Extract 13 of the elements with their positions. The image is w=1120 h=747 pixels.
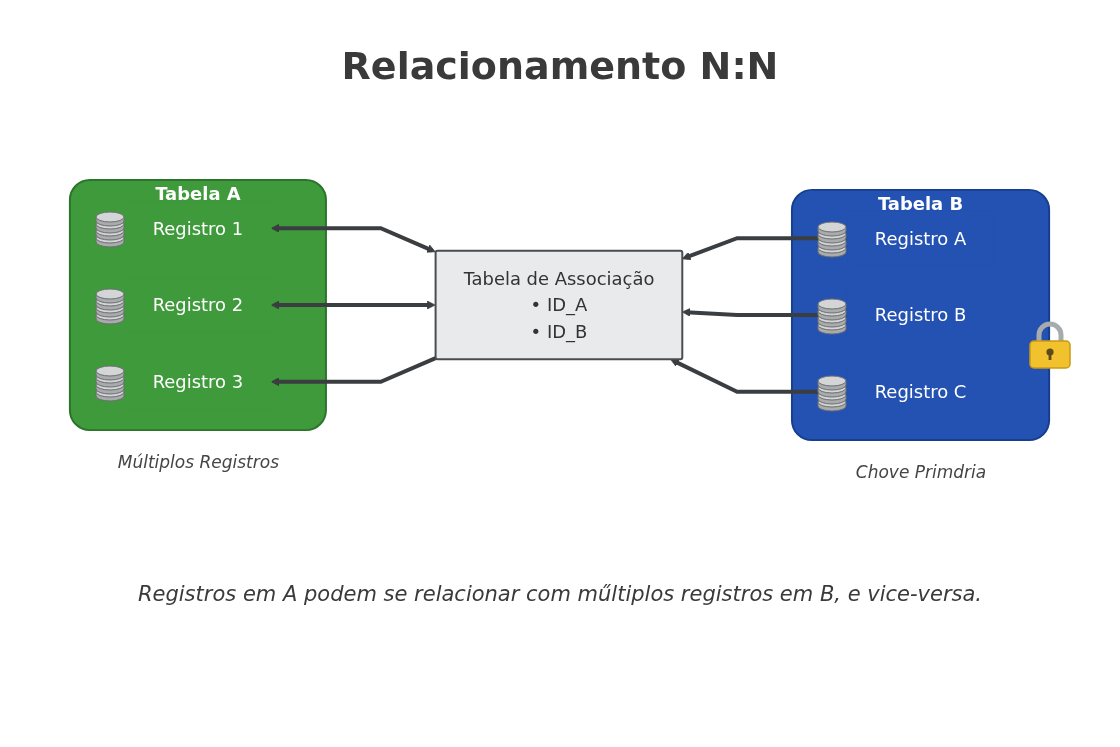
- node-text: Registro 1: [153, 217, 244, 239]
- table-caption: Chove Primdria: [855, 462, 987, 483]
- node-text: Registro A: [875, 227, 967, 249]
- node-text: Registro C: [875, 381, 967, 403]
- arrow: [271, 356, 437, 387]
- node-box: Tabela de Associação • ID_A • ID_B: [435, 249, 684, 361]
- node-text: Registro B: [875, 304, 967, 326]
- node-text: Registro 2: [153, 294, 244, 316]
- diagram-title: Relacionamento N:N: [341, 44, 779, 88]
- node-text: Registro 3: [153, 371, 244, 393]
- table-caption: Múltiplos Registros: [117, 452, 280, 473]
- caption: Registros em A podem se relacionar com műltiplos registros em B, e vice-versa.: [137, 582, 983, 606]
- arrow: [271, 223, 437, 253]
